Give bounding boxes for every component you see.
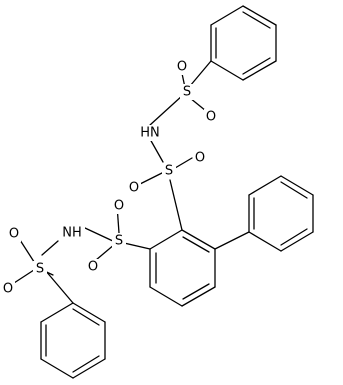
bond: [280, 175, 314, 196]
bond: [72, 302, 106, 323]
atom-label-s4: S: [36, 262, 44, 277]
bond: [242, 11, 271, 29]
bond: [149, 229, 183, 250]
bond: [40, 358, 74, 379]
phenyl-ring-right: [248, 175, 314, 252]
bond: [210, 60, 244, 81]
bond: [280, 228, 308, 246]
atom-label-o4a: O: [9, 227, 19, 242]
bond: [72, 358, 106, 379]
atom-label-o4b: O: [3, 282, 13, 297]
atom-label-nh2: NH: [62, 226, 82, 241]
bond: [189, 60, 212, 87]
bond: [95, 243, 116, 261]
bond: [242, 5, 277, 26]
central-benzene-ring: [149, 229, 216, 307]
bond: [242, 57, 271, 75]
bond: [280, 181, 308, 199]
atom-label-s2: S: [165, 164, 173, 179]
bond: [72, 308, 100, 326]
phenyl-ring-top: [210, 5, 277, 81]
bond: [149, 286, 183, 307]
atom-label-o1a: O: [177, 60, 187, 75]
bond: [40, 302, 74, 323]
bond: [181, 229, 216, 250]
bond: [210, 5, 244, 26]
atom-label-o3a: O: [114, 199, 124, 214]
atom-label-o2b: O: [129, 181, 139, 196]
bond: [84, 227, 116, 243]
bond: [248, 231, 282, 252]
atom-label-s1: S: [183, 85, 191, 100]
bond: [44, 269, 74, 304]
bond: [182, 283, 210, 300]
atom-label-o1b: O: [206, 110, 216, 125]
bond: [248, 175, 282, 196]
atom-label-o3b: O: [88, 260, 98, 275]
bond: [182, 236, 210, 253]
bond: [214, 231, 250, 250]
bond: [169, 179, 183, 231]
bond: [41, 240, 59, 256]
atom-label-s3: S: [115, 234, 123, 249]
phenyl-ring-bottom: [40, 302, 106, 379]
bond: [123, 242, 151, 250]
atom-label-nh1: HN: [140, 126, 160, 141]
atom-labels: S O O HN S O O S O O NH S O O: [1, 59, 218, 297]
bond: [137, 170, 167, 186]
bond: [149, 138, 164, 163]
bond: [181, 286, 216, 307]
bond: [242, 60, 277, 81]
atom-label-o2a: O: [195, 151, 205, 166]
bond: [280, 231, 314, 252]
bond: [72, 355, 100, 373]
bond: [149, 94, 184, 126]
